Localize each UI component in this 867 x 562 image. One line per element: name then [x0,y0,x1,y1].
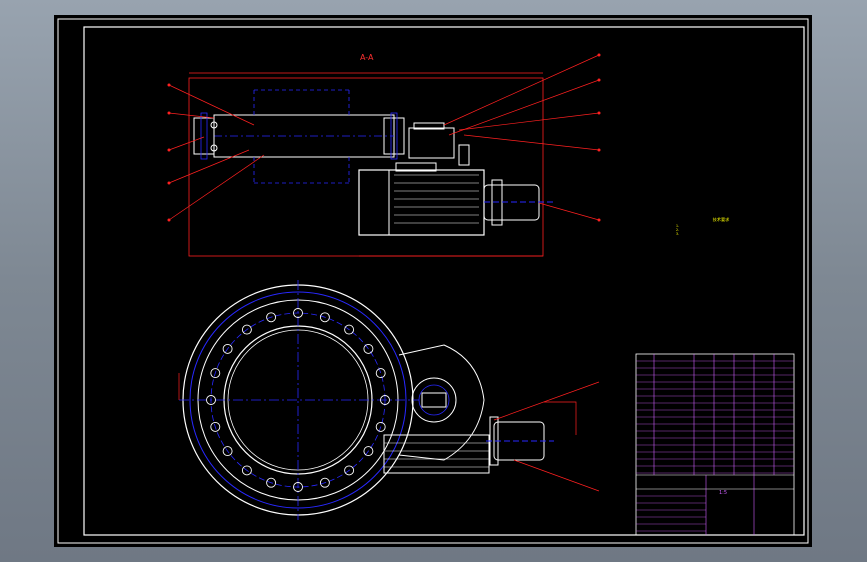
bolt-hole [319,312,330,323]
bolt-hole [375,368,386,379]
bolt-hole [266,477,277,488]
bolt-hole [363,343,374,354]
bolt-hole [266,312,277,323]
bolt-hole [241,324,252,335]
bolt-hole [344,324,355,335]
bolt-hole [363,446,374,457]
requirement-line: 3. [676,232,680,236]
section-view-label: A-A [360,53,374,62]
plan-view-flange [178,280,600,520]
technical-requirements: 技术要求 1. 2. 3. [676,217,766,236]
bolt-hole [293,308,303,318]
bolt-hole [293,482,303,492]
cad-viewport[interactable]: A-A 技术要求 1. 2. 3. 1:5 [54,15,812,547]
bolt-hole-pattern [206,308,390,492]
title-block-scale: 1:5 [719,490,728,496]
requirement-line: 2. [676,228,680,232]
bolt-hole [210,368,221,379]
title-block [635,353,795,536]
parts-list-rows [636,360,794,532]
bolt-hole [222,343,233,354]
bolt-hole [344,465,355,476]
bolt-hole [210,421,221,432]
bolt-hole [375,421,386,432]
bolt-hole [222,446,233,457]
bolt-hole [319,477,330,488]
requirement-line: 1. [676,224,680,228]
bolt-hole [206,395,216,405]
bolt-hole [380,395,390,405]
bolt-hole [241,465,252,476]
drawing-canvas [57,18,809,544]
leader-lines-top [168,54,600,221]
technical-requirements-title: 技术要求 [712,217,730,222]
balloon-markers-top [167,53,601,222]
section-view-a-a [188,72,554,257]
drawing-frame [57,18,809,544]
